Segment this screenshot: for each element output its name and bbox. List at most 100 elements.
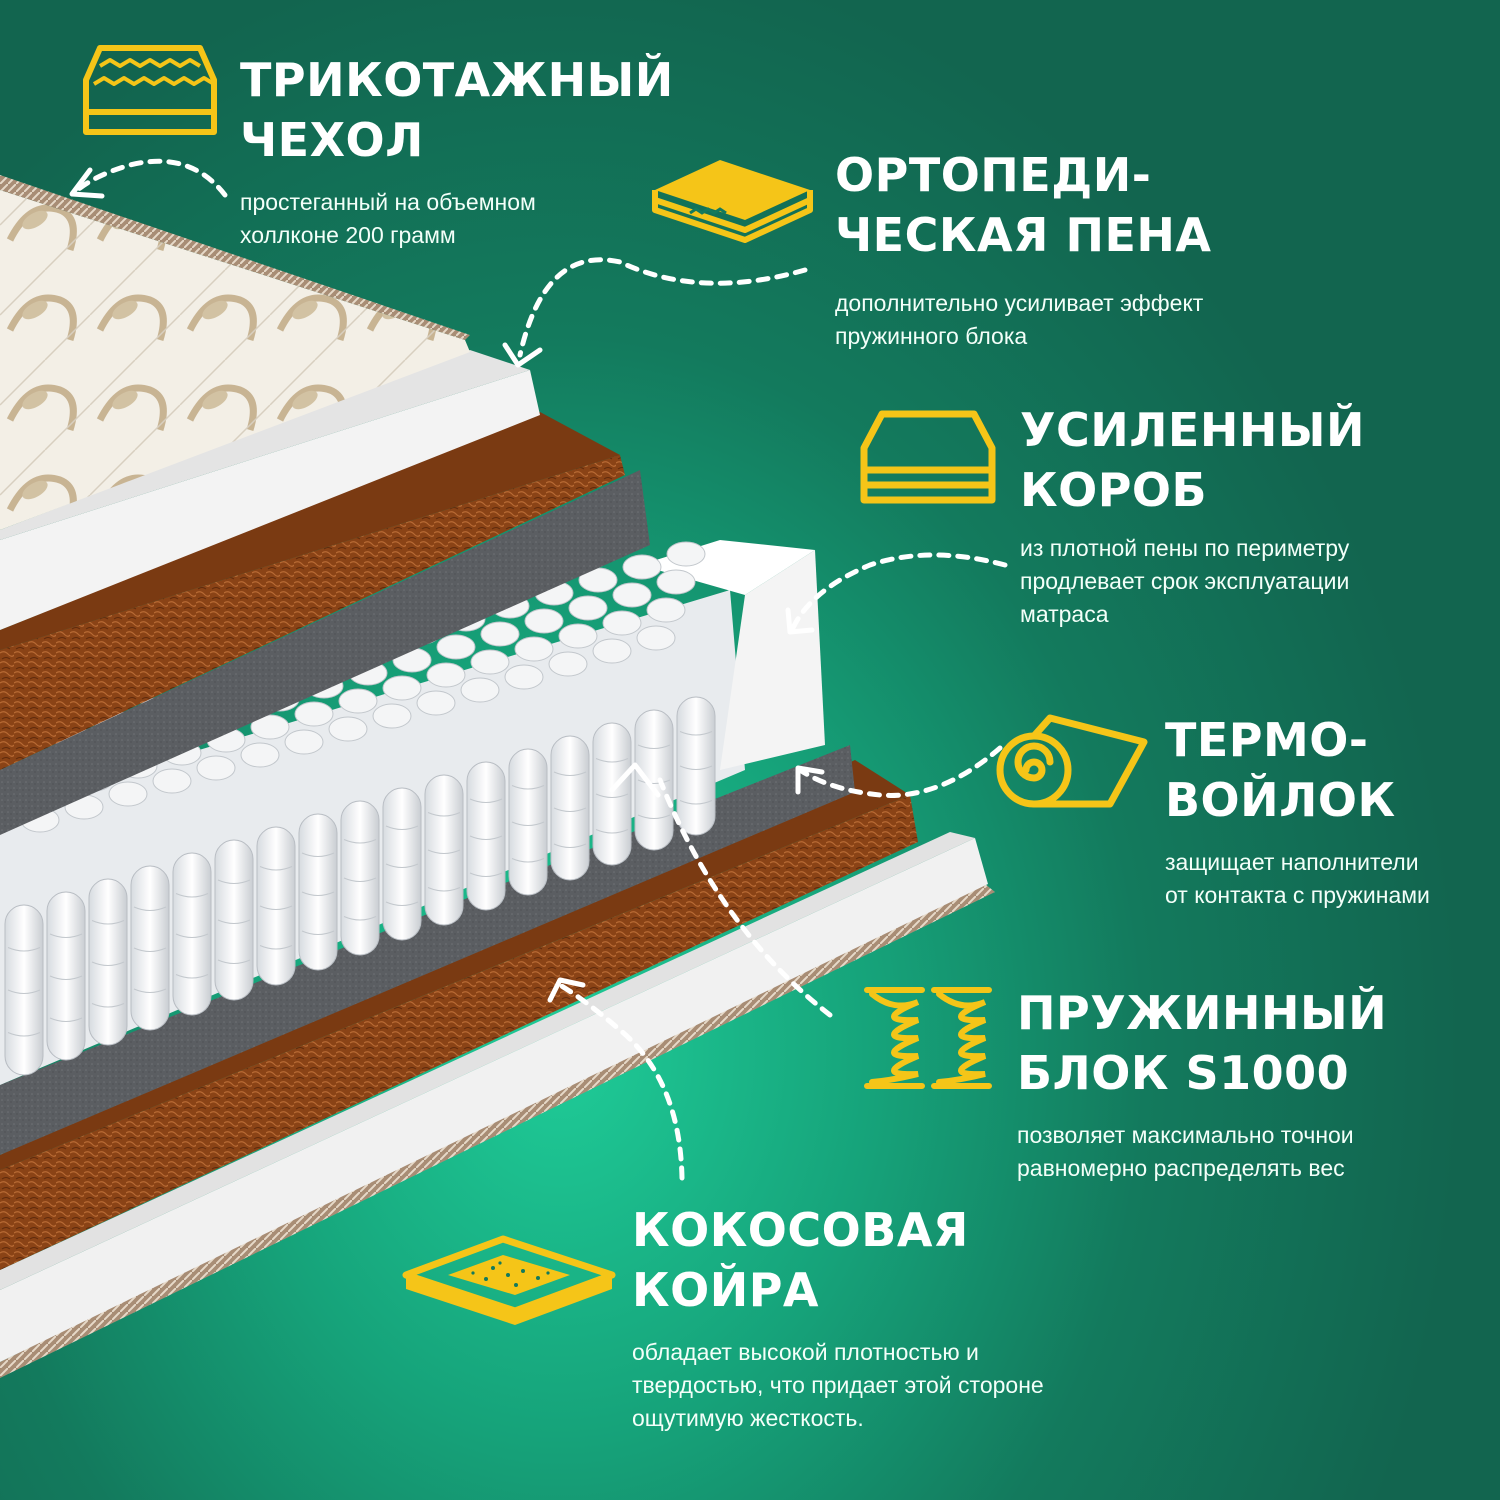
spring-ring [469,872,503,877]
spring-top [294,701,334,727]
spring-top [436,634,476,660]
spring-top [480,621,520,647]
spring-ring [49,933,83,938]
spring-ring [511,858,545,863]
top-coir-layer [0,455,625,770]
pocket-spring [4,904,44,1076]
spring-ring [49,1017,83,1022]
spring-ring [49,975,83,980]
spring-ring [343,839,377,844]
spring-ring [511,821,545,826]
pocket-spring [214,839,254,1001]
spring-ring [7,947,41,952]
spring-ring [175,974,209,979]
spring-top [470,649,510,675]
feature-description: позволяет максимально точнои равномерно … [1017,1122,1354,1181]
spring-ring [595,793,629,798]
feature-description: обладает высокой плотностью и твердостью… [632,1339,1044,1431]
feature-title: УСИЛЕННЫЙ КОРОБ [1020,403,1366,517]
spring-ring [301,852,335,857]
spring-ring [595,758,629,763]
spring-top [372,703,412,729]
spring-top [622,554,662,580]
spring-top [558,623,598,649]
spring-top [152,768,192,794]
top-felt-layer [0,470,650,835]
spring-top [548,651,588,677]
felt-roll-icon [996,714,1148,808]
arrow-coir [557,982,685,1181]
spring-top [646,597,686,623]
spring-ring [679,731,713,736]
spring-ring [679,800,713,805]
spring-ring [133,947,167,952]
spring-ring [385,863,419,868]
spring-top [602,610,642,636]
knitted-cover [0,190,470,530]
pocket-spring [592,722,632,866]
feature-title: ПРУЖИННЫЙ БЛОК S1000 [1017,986,1388,1100]
spring-top [504,664,544,690]
spring-ring [217,879,251,884]
spring-ring [553,807,587,812]
feature-springs: ПРУЖИННЫЙ БЛОК S1000 позволяет максималь… [1017,983,1387,1185]
spring-ring [469,835,503,840]
quilted-mattress-icon [83,45,217,135]
spring-ring [427,887,461,892]
feature-ortho-foam: ОРТОПЕДИ- ЧЕСКАЯ ПЕНА дополнительно усил… [835,145,1212,353]
spring-ring [217,959,251,964]
spring-ring [679,765,713,770]
bottom-felt-layer [0,745,855,1155]
feature-felt: ТЕРМО- ВОЙЛОК защищает наполнители от ко… [1165,710,1430,912]
bottom-coir-layer [0,795,918,1270]
bottom-cover-edge [0,880,995,1378]
spring-top [524,608,564,634]
mattress-box-icon [860,410,996,504]
spring-top [514,636,554,662]
spring-ring [553,771,587,776]
springs-icon [864,987,992,1089]
arrow-box [789,552,1008,633]
arrow-ortho-foam [517,257,808,358]
pocket-spring [508,748,548,896]
spring-ring [133,988,167,993]
pocket-spring [172,852,212,1016]
spring-top [250,714,290,740]
spring-ring [637,779,671,784]
spring-top [240,742,280,768]
pocket-spring [46,891,86,1061]
spring-top [612,582,652,608]
foam-layers-icon [652,160,813,243]
spring-ring [385,901,419,906]
spring-top [636,625,676,651]
spring-top [196,755,236,781]
feature-box: УСИЛЕННЫЙ КОРОБ из плотной пены по перим… [1020,400,1365,631]
spring-ring [637,814,671,819]
feature-description: дополнительно усиливает эффект пружинног… [835,290,1204,349]
feature-description: из плотной пены по периметру продлевает … [1020,535,1350,627]
spring-top [426,662,466,688]
feature-title: КОКОСОВАЯ КОЙРА [632,1203,969,1317]
spring-ring [427,812,461,817]
spring-ring [301,891,335,896]
pocket-spring [676,696,716,836]
pocket-spring [340,800,380,956]
pocket-spring [382,787,422,941]
spring-top [568,595,608,621]
feature-description: защищает наполнители от контакта с пружи… [1165,849,1430,908]
arrow-cover [72,158,228,198]
spring-ring [595,829,629,834]
pocket-spring [88,878,128,1046]
feature-coir: КОКОСОВАЯ КОЙРА обладает высокой плотнос… [632,1200,1044,1435]
spring-top [656,569,696,595]
feature-title: ТРИКОТАЖНЫЙ ЧЕХОЛ [240,53,674,167]
spring-ring [469,798,503,803]
feature-title: ТЕРМО- ВОЙЛОК [1165,713,1396,827]
pocket-spring [424,774,464,926]
pocket-spring [550,735,590,881]
feature-title: ОРТОПЕДИ- ЧЕСКАЯ ПЕНА [835,148,1212,262]
spring-top [460,677,500,703]
spring-ring [343,877,377,882]
pocket-spring [634,709,674,851]
top-foam-layer [0,370,540,630]
